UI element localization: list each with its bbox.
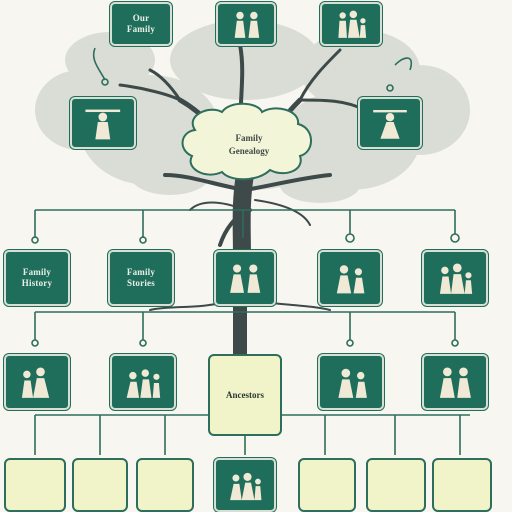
- node-label: Ancestors: [226, 390, 264, 400]
- trunk-lower: [233, 300, 247, 360]
- couple-icon: [338, 368, 368, 399]
- node-family-history[interactable]: Family History: [4, 250, 70, 306]
- node-family-stories[interactable]: Family Stories: [108, 250, 174, 306]
- node-top-right[interactable]: [320, 2, 382, 46]
- bottom-node-center[interactable]: [214, 458, 276, 512]
- two-people-icon: [229, 264, 261, 294]
- node-level-two-left[interactable]: [4, 354, 70, 410]
- node-top-center[interactable]: [216, 2, 276, 46]
- family-icon: [338, 10, 366, 38]
- node-label: Our Family: [126, 13, 156, 34]
- family-icon: [440, 263, 473, 295]
- node-level-one-right[interactable]: [318, 250, 382, 306]
- node-level-two-second[interactable]: [110, 354, 176, 410]
- people-icon: [126, 369, 161, 399]
- person-icon: [85, 109, 121, 140]
- node-ancestors[interactable]: Ancestors: [208, 354, 282, 436]
- bottom-card-3[interactable]: [136, 458, 194, 512]
- node-level-two-fourth[interactable]: [318, 354, 384, 410]
- couple-icon: [336, 265, 365, 294]
- node-label: Family Stories: [126, 267, 156, 288]
- cloud-label: Family Genealogy: [182, 112, 316, 178]
- two-people-icon: [440, 367, 472, 399]
- family-icon: [22, 367, 50, 399]
- node-our-family[interactable]: Our Family: [110, 2, 172, 46]
- node-level-two-right[interactable]: [422, 354, 488, 410]
- person-icon: [373, 109, 407, 139]
- bottom-card-1[interactable]: [4, 458, 66, 512]
- bottom-card-2[interactable]: [72, 458, 128, 512]
- cloud-label-text: Family Genealogy: [228, 133, 270, 156]
- node-level-one-center[interactable]: [214, 250, 276, 306]
- node-label: Family History: [21, 267, 53, 288]
- node-branch-right[interactable]: [358, 97, 422, 149]
- node-branch-left[interactable]: [70, 97, 136, 149]
- bottom-card-4[interactable]: [298, 458, 356, 512]
- family-icon: [229, 472, 262, 501]
- node-level-one-far-right[interactable]: [422, 250, 488, 306]
- two-people-icon: [234, 11, 259, 38]
- bottom-card-5[interactable]: [366, 458, 426, 512]
- cloud-bubble: [181, 102, 312, 181]
- bottom-card-6[interactable]: [432, 458, 492, 512]
